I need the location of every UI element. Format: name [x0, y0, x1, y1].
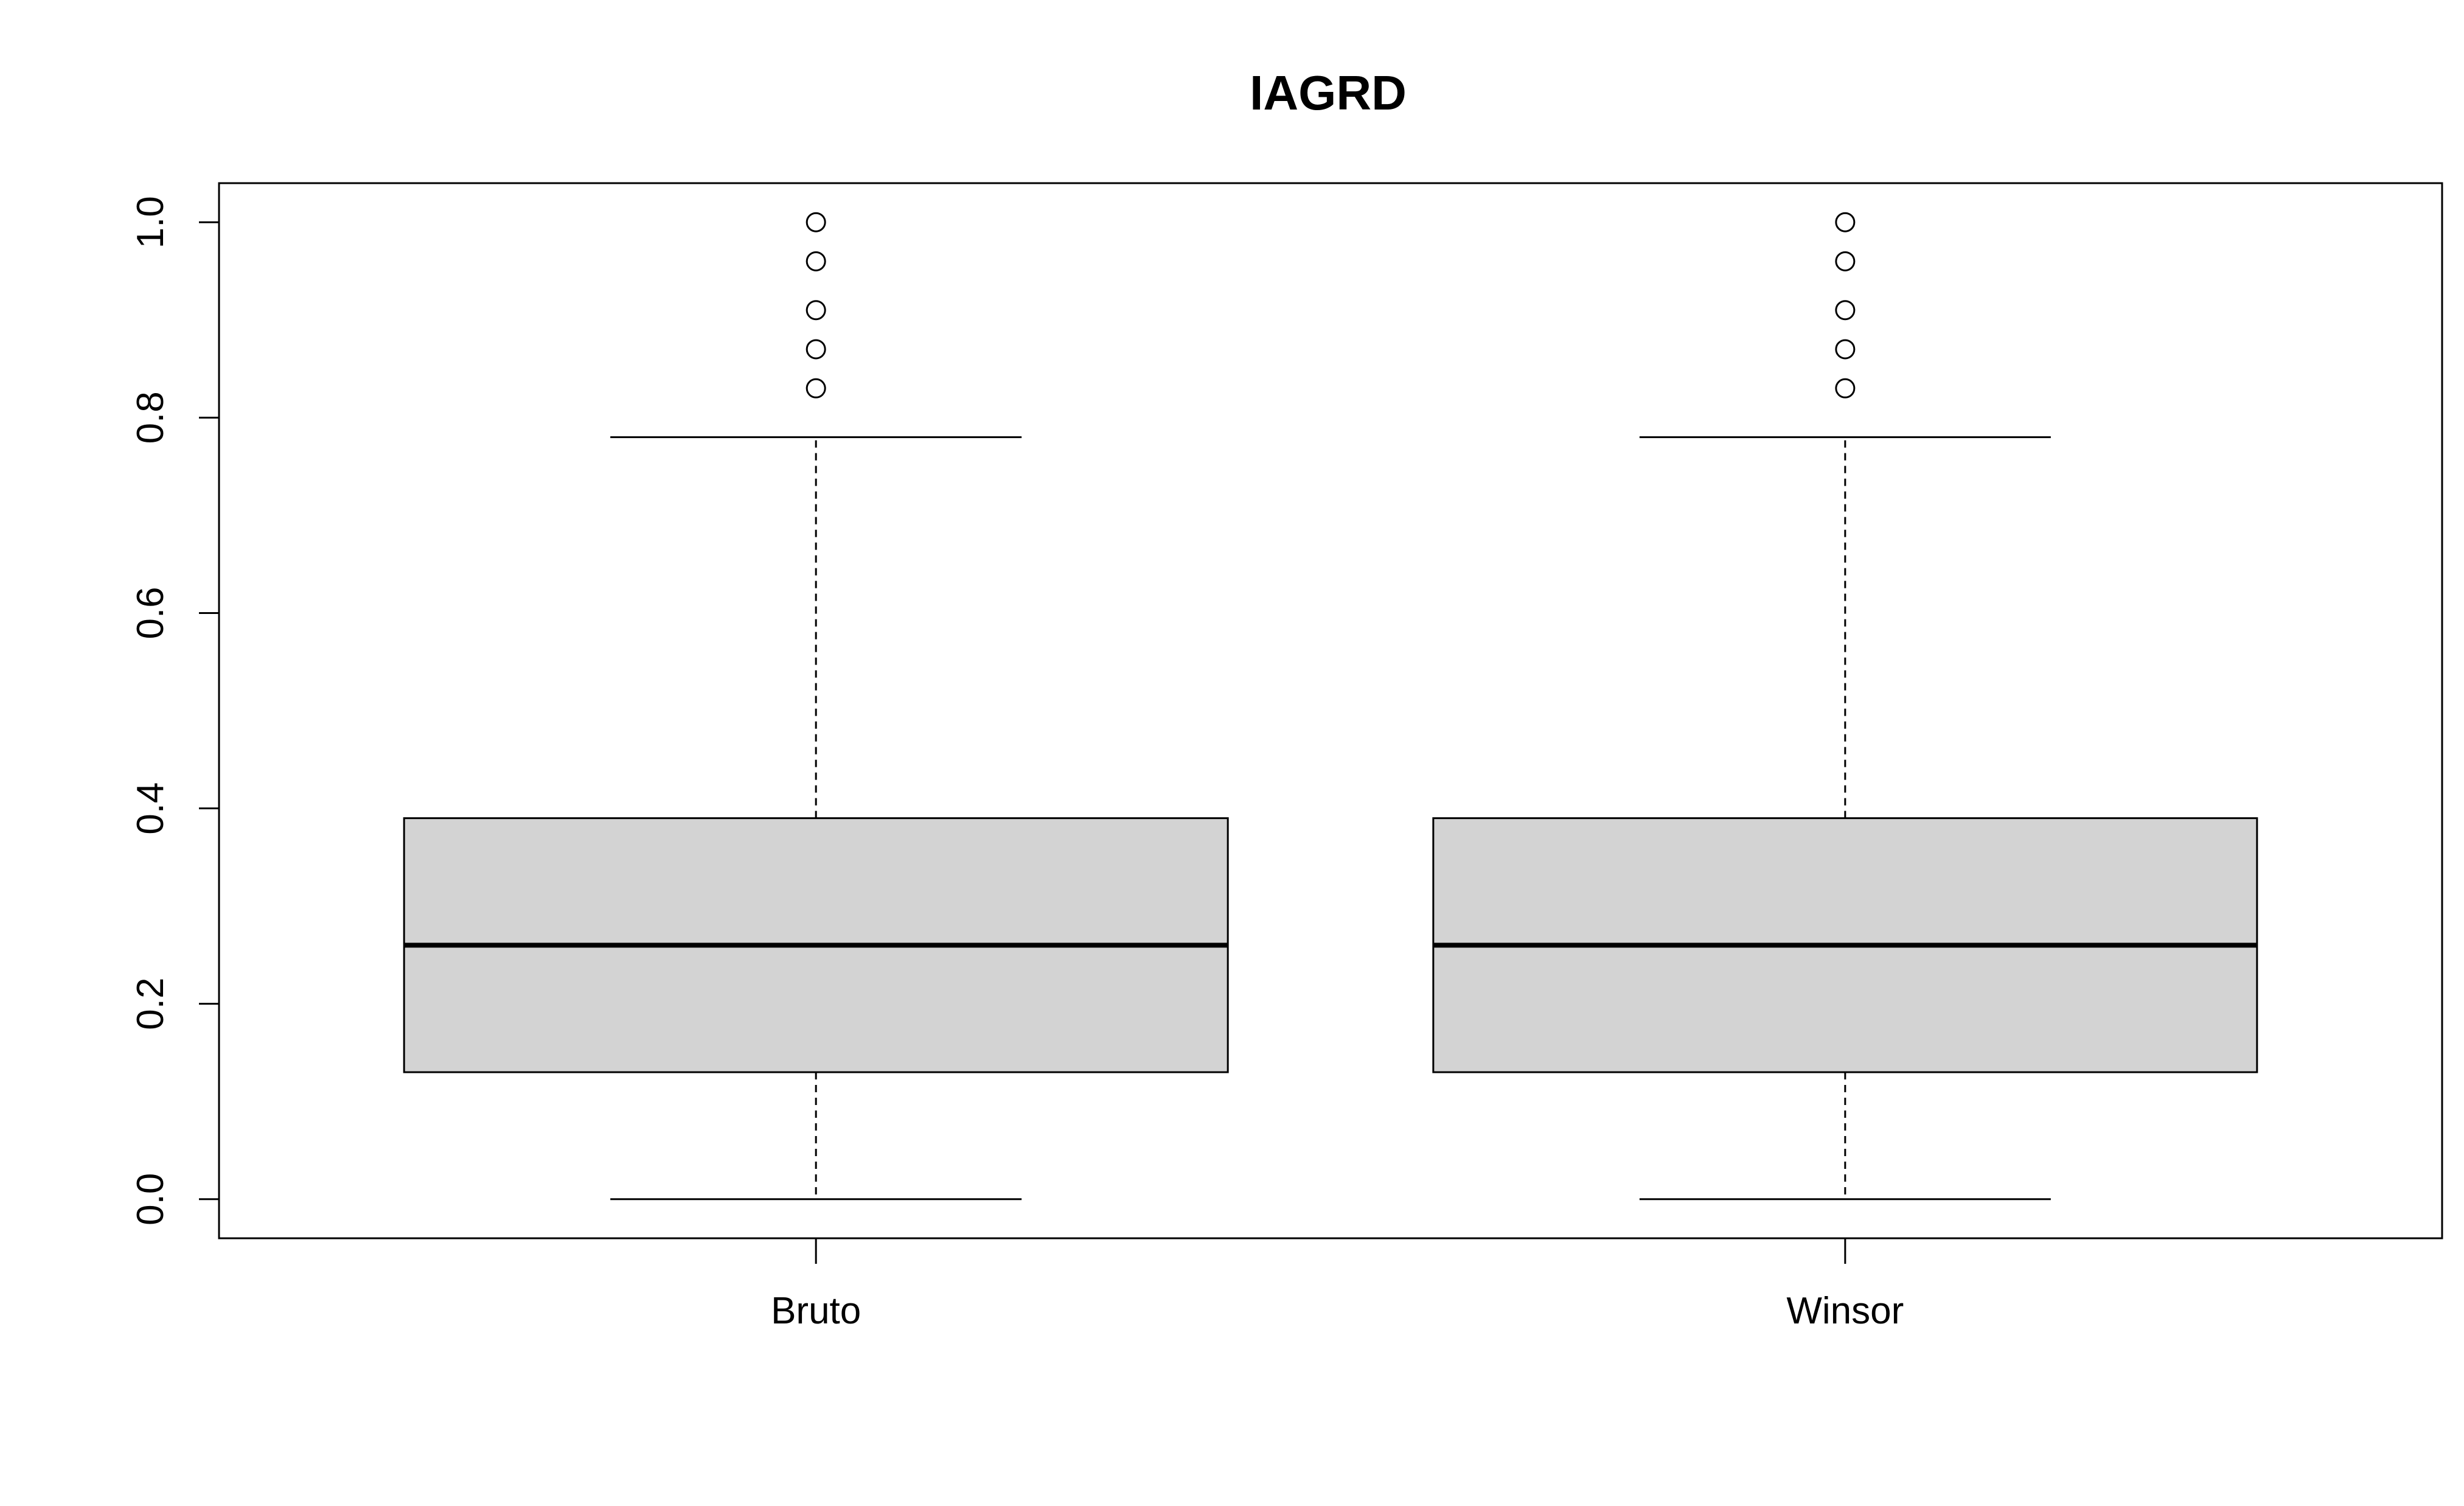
outlier-point [1835, 339, 1856, 360]
outlier-point [806, 378, 826, 399]
plot-frame [218, 182, 2443, 1239]
y-tick-label: 0.0 [130, 1173, 172, 1225]
box-winsor [1432, 212, 2258, 1201]
outlier-point [806, 212, 826, 232]
y-tick-label: 0.2 [130, 978, 172, 1030]
box-bruto [403, 212, 1229, 1201]
chart-title: IAGRD [1250, 66, 1407, 120]
y-tick-label: 0.4 [130, 782, 172, 834]
y-tick-label: 0.8 [130, 391, 172, 444]
outlier-point [806, 339, 826, 360]
outlier-point [1835, 300, 1856, 321]
x-axis: Bruto Winsor [771, 1238, 1904, 1332]
outlier-point [1835, 378, 1856, 399]
y-tick-label: 1.0 [130, 196, 172, 248]
x-tick-label: Winsor [1786, 1290, 1904, 1332]
x-tick-label: Bruto [771, 1290, 861, 1332]
outlier-point [1835, 251, 1856, 271]
outlier-point [806, 300, 826, 321]
y-axis: 0.0 0.2 0.4 0.6 0.8 1.0 [130, 196, 220, 1225]
y-tick-label: 0.6 [130, 587, 172, 639]
outlier-point [1835, 212, 1856, 232]
outlier-point [806, 251, 826, 271]
box-group [403, 212, 2258, 1201]
